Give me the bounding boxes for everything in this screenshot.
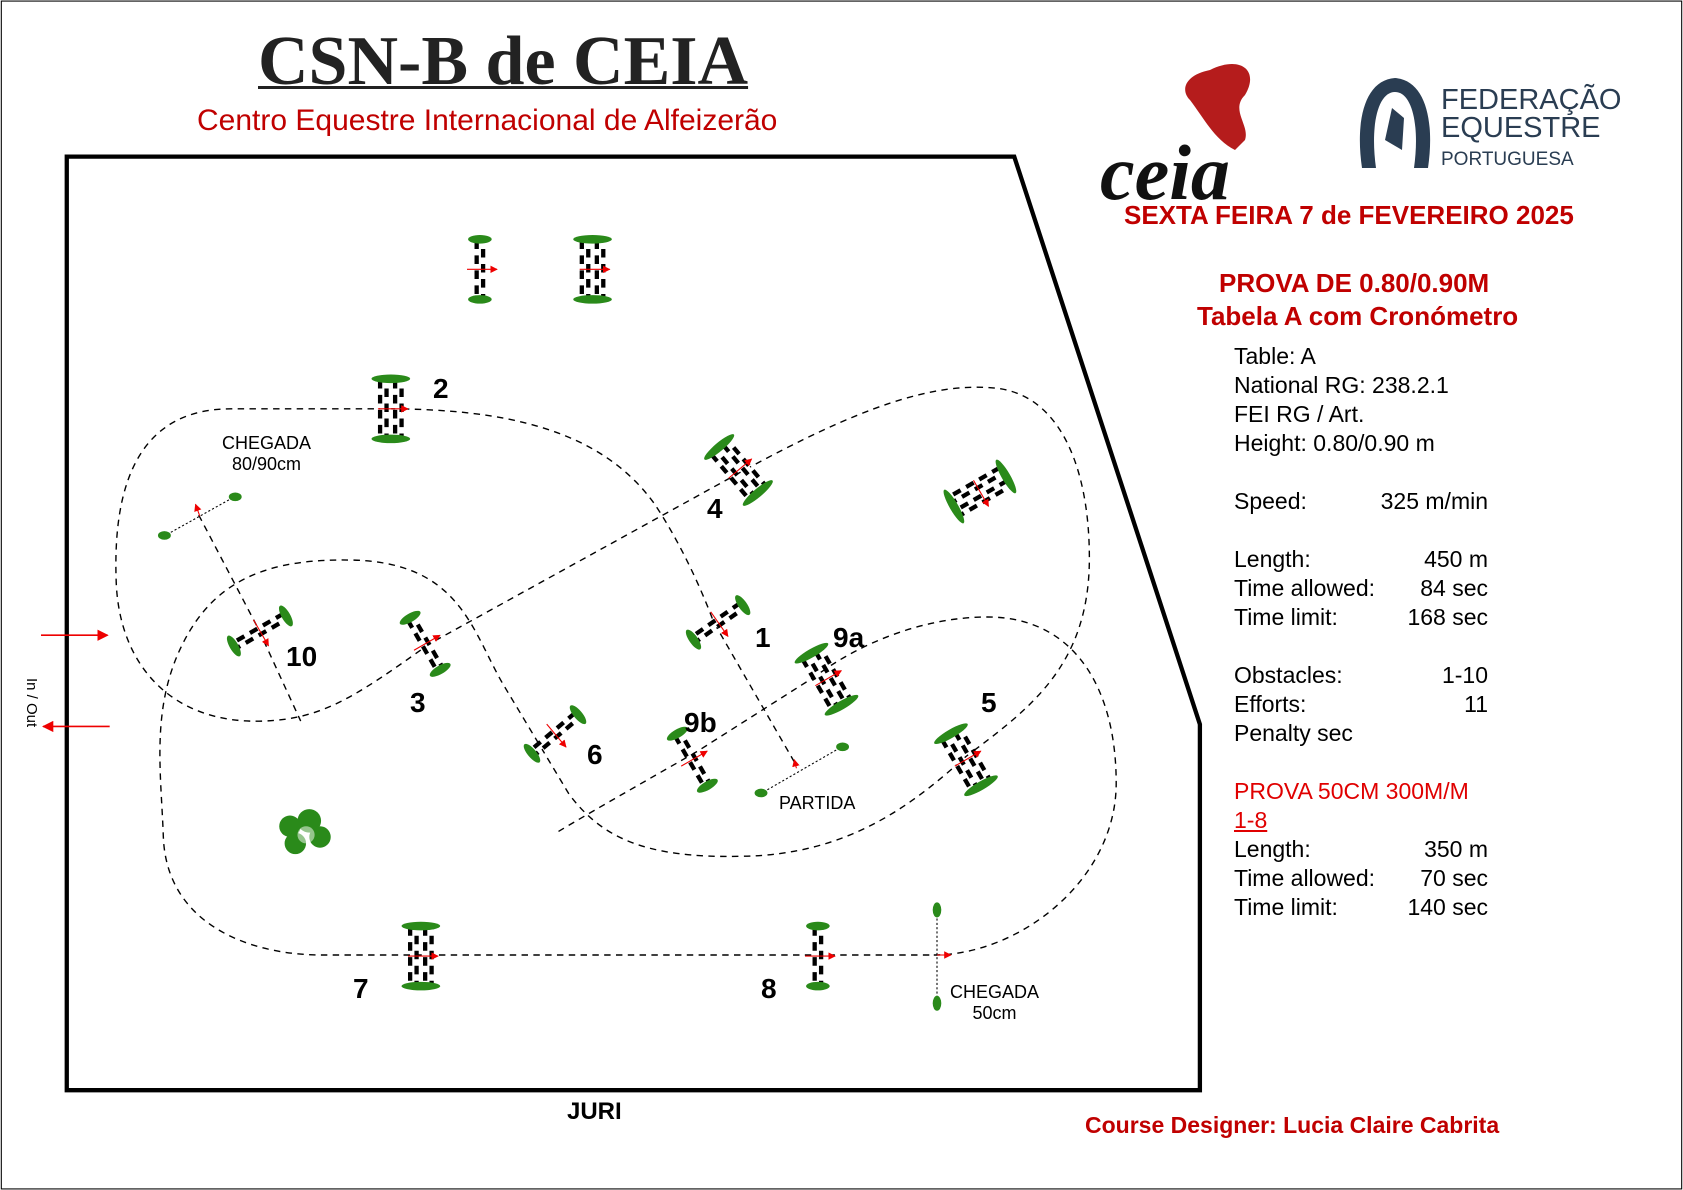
jump-8 — [805, 921, 836, 991]
jump-9b — [666, 726, 718, 793]
penalty-row: Penalty sec — [1234, 720, 1353, 746]
speed-row: Speed:325 m/min — [1234, 488, 1488, 514]
second-class-title: PROVA 50CM 300M/M — [1234, 778, 1469, 804]
obstacle-number-9a: 9a — [833, 622, 865, 653]
federation-line-3: PORTUGUESA — [1441, 149, 1574, 170]
jump-9a — [794, 642, 859, 716]
obstacle-number-10: 10 — [286, 641, 318, 672]
length-row: Length:450 m — [1234, 546, 1488, 572]
efforts-row: Efforts:11 — [1234, 691, 1488, 717]
time-limit-row: Time limit:168 sec — [1234, 604, 1488, 630]
start-line — [754, 742, 850, 798]
course-track — [115, 386, 1117, 956]
venue-subtitle: Centro Equestre Internacional de Alfeize… — [197, 104, 778, 137]
obstacles-row: Obstacles:1-10 — [1234, 662, 1488, 688]
finish-line-small — [932, 902, 952, 1011]
arena-boundary — [64, 154, 1203, 1093]
finish-line-main — [157, 492, 242, 540]
obstacle-number-4: 4 — [707, 493, 723, 524]
start-label: PARTIDA — [779, 793, 856, 813]
class-info: Table: A National RG: 238.2.1 FEI RG / A… — [1234, 342, 1488, 922]
page-title: CSN-B de CEIA — [258, 23, 749, 100]
jump-6 — [523, 705, 587, 763]
class-title: PROVA DE 0.80/0.90M — [1219, 268, 1490, 298]
obstacle-number-8: 8 — [761, 973, 777, 1004]
obstacle-number-5: 5 — [981, 687, 997, 718]
jump-10 — [226, 605, 293, 657]
jump-1 — [685, 595, 751, 650]
time-allowed-row: Time allowed:84 sec — [1234, 575, 1488, 601]
in-out-label: In / Out — [23, 678, 40, 728]
obstacle-number-6: 6 — [587, 739, 603, 770]
table-text: Table: A — [1234, 343, 1316, 369]
class-table: Tabela A com Cronómetro — [1197, 301, 1519, 331]
course-designer: Course Designer: Lucia Claire Cabrita — [1085, 1112, 1500, 1138]
federation-line-2: EQUESTRE — [1441, 112, 1601, 144]
second-time-allowed-row: Time allowed:70 sec — [1234, 865, 1488, 891]
jump-warm3 — [943, 459, 1017, 524]
obstacle-number-2: 2 — [433, 373, 449, 404]
warmup-vertical — [467, 234, 498, 304]
federation-line-1: FEDERAÇÃO — [1441, 84, 1622, 116]
second-class-obstacles: 1-8 — [1234, 807, 1268, 833]
shrub-decoration — [279, 809, 331, 855]
warmup-oxer — [573, 234, 612, 304]
fei-rg: FEI RG / Art. — [1234, 401, 1365, 427]
second-time-limit-row: Time limit:140 sec — [1234, 894, 1488, 920]
obstacle-number-9b: 9b — [684, 707, 717, 738]
obstacle-number-1: 1 — [755, 622, 771, 653]
obstacle-number-7: 7 — [353, 973, 369, 1004]
national-rg: National RG: 238.2.1 — [1234, 372, 1449, 398]
obstacle-number-3: 3 — [410, 687, 426, 718]
in-out-arrows — [41, 629, 110, 733]
event-date: SEXTA FEIRA 7 de FEVEREIRO 2025 — [1124, 200, 1574, 230]
second-length-row: Length:350 m — [1234, 836, 1488, 862]
jump-5 — [934, 723, 998, 797]
jump-7 — [401, 921, 441, 991]
jump-2 — [371, 374, 411, 444]
height: Height: 0.80/0.90 m — [1234, 430, 1435, 456]
ceia-logo-text: ceia — [1100, 129, 1230, 216]
jump-3 — [399, 610, 451, 677]
jump-4 — [704, 434, 773, 506]
judge-label: JURI — [567, 1098, 622, 1125]
